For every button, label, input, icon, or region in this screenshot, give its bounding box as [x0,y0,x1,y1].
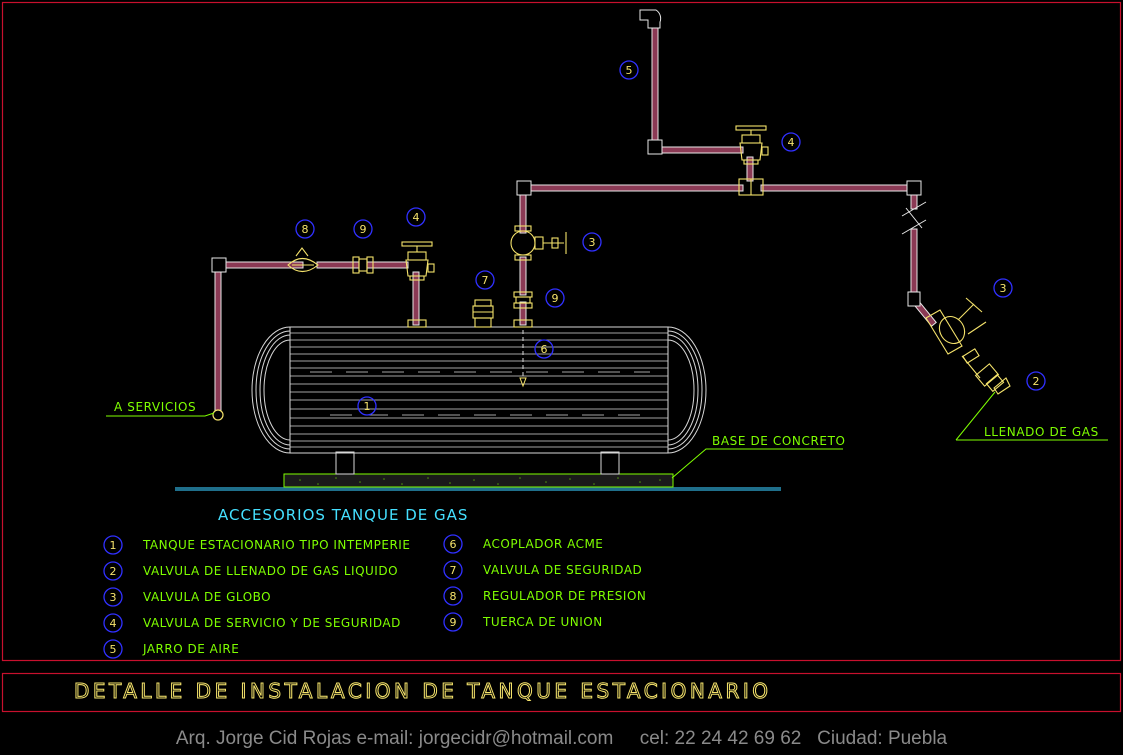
svg-text:1: 1 [110,539,117,552]
callout-4-top: 4 [781,132,801,152]
svg-text:REGULADOR DE PRESION: REGULADOR DE PRESION [483,589,646,603]
legend-right: 6 ACOPLADOR ACME 7 VALVULA DE SEGURIDAD 8 R… [443,534,646,632]
pipe-end-cap [212,409,224,421]
svg-text:VALVULA DE GLOBO: VALVULA DE GLOBO [143,590,271,604]
callout-7: 7 [475,270,495,290]
author-credit: Arq. Jorge Cid Rojas e-mail: jorgecidr@h… [175,728,948,749]
pipe-break-symbol [901,201,927,235]
globe-valve-right [925,297,987,364]
label-a-servicios: A SERVICIOS [114,400,196,414]
callout-6: 6 [534,339,554,359]
drawing-frame [1,1,1122,662]
svg-text:9: 9 [552,292,559,305]
callout-5: 5 [619,60,639,80]
regulator-valve [287,247,319,273]
svg-text:JARRO DE AIRE: JARRO DE AIRE [142,642,239,656]
svg-text:TANQUE ESTACIONARIO TIPO INTEM: TANQUE ESTACIONARIO TIPO INTEMPERIE [142,538,410,552]
svg-text:4: 4 [788,136,795,149]
service-valve-top [735,125,769,196]
tank-support-left [335,451,355,475]
leader-lines [106,391,1108,479]
legend-item: 4 VALVULA DE SERVICIO Y DE SEGURIDAD [103,613,401,633]
legend-item: 6 ACOPLADOR ACME [443,534,603,554]
svg-text:2: 2 [1033,375,1040,388]
svg-text:1: 1 [364,400,371,413]
union-nut-left [352,256,374,274]
service-valve-left [401,241,435,281]
svg-text:4: 4 [413,211,420,224]
svg-text:7: 7 [450,564,457,577]
svg-text:7: 7 [482,274,489,287]
title-frame [1,672,1122,713]
svg-text:9: 9 [360,223,367,236]
callout-3-mid: 3 [582,232,602,252]
callouts: 5 4 3 3 2 8 9 4 7 9 6 1 [295,60,1046,416]
callout-9-mid: 9 [545,288,565,308]
globe-valve-mid [510,225,567,261]
legend-item: 3 VALVULA DE GLOBO [103,587,271,607]
tank-coupling-left [407,319,427,328]
svg-text:ACOPLADOR ACME: ACOPLADOR ACME [483,537,603,551]
legend-item: 5 JARRO DE AIRE [103,639,239,659]
drawing-title: DETALLE DE INSTALACION DE TANQUE ESTACIO… [74,679,772,703]
tank-coupling-mid [513,319,533,328]
svg-text:8: 8 [450,590,457,603]
svg-text:8: 8 [302,223,309,236]
svg-text:5: 5 [626,64,633,77]
callout-8: 8 [295,219,315,239]
callout-4-left: 4 [406,207,426,227]
concrete-base [283,473,674,488]
callout-1: 1 [357,396,377,416]
legend-item: 8 REGULADOR DE PRESION [443,586,646,606]
svg-text:VALVULA DE SEGURIDAD: VALVULA DE SEGURIDAD [483,563,642,577]
legend-item: 9 TUERCA DE UNION [443,612,603,632]
callout-3-right: 3 [993,278,1013,298]
svg-text:6: 6 [541,343,548,356]
svg-text:2: 2 [110,565,117,578]
svg-text:3: 3 [110,591,117,604]
svg-text:TUERCA DE UNION: TUERCA DE UNION [482,615,603,629]
svg-text:3: 3 [1000,282,1007,295]
callout-9-left: 9 [353,219,373,239]
svg-text:3: 3 [589,236,596,249]
legend-item: 7 VALVULA DE SEGURIDAD [443,560,642,580]
safety-valve [472,299,494,328]
svg-text:4: 4 [110,617,117,630]
union-nut-mid [513,291,533,309]
tank-body [251,326,707,454]
callout-2: 2 [1026,371,1046,391]
filling-valve [961,355,1011,395]
legend-item: 1 TANQUE ESTACIONARIO TIPO INTEMPERIE [103,535,410,555]
svg-text:5: 5 [110,643,117,656]
label-llenado-gas: LLENADO DE GAS [984,425,1099,439]
svg-text:VALVULA DE LLENADO DE GAS LIQU: VALVULA DE LLENADO DE GAS LIQUIDO [143,564,398,578]
legend-title: ACCESORIOS TANQUE DE GAS [218,506,468,524]
svg-text:6: 6 [450,538,457,551]
legend-item: 2 VALVULA DE LLENADO DE GAS LIQUIDO [103,561,398,581]
svg-text:9: 9 [450,616,457,629]
label-base-concreto: BASE DE CONCRETO [712,434,846,448]
svg-text:VALVULA DE SERVICIO Y DE SEGUR: VALVULA DE SERVICIO Y DE SEGURIDAD [143,616,401,630]
tank-support-right [600,451,620,475]
pipe-network [211,9,937,414]
